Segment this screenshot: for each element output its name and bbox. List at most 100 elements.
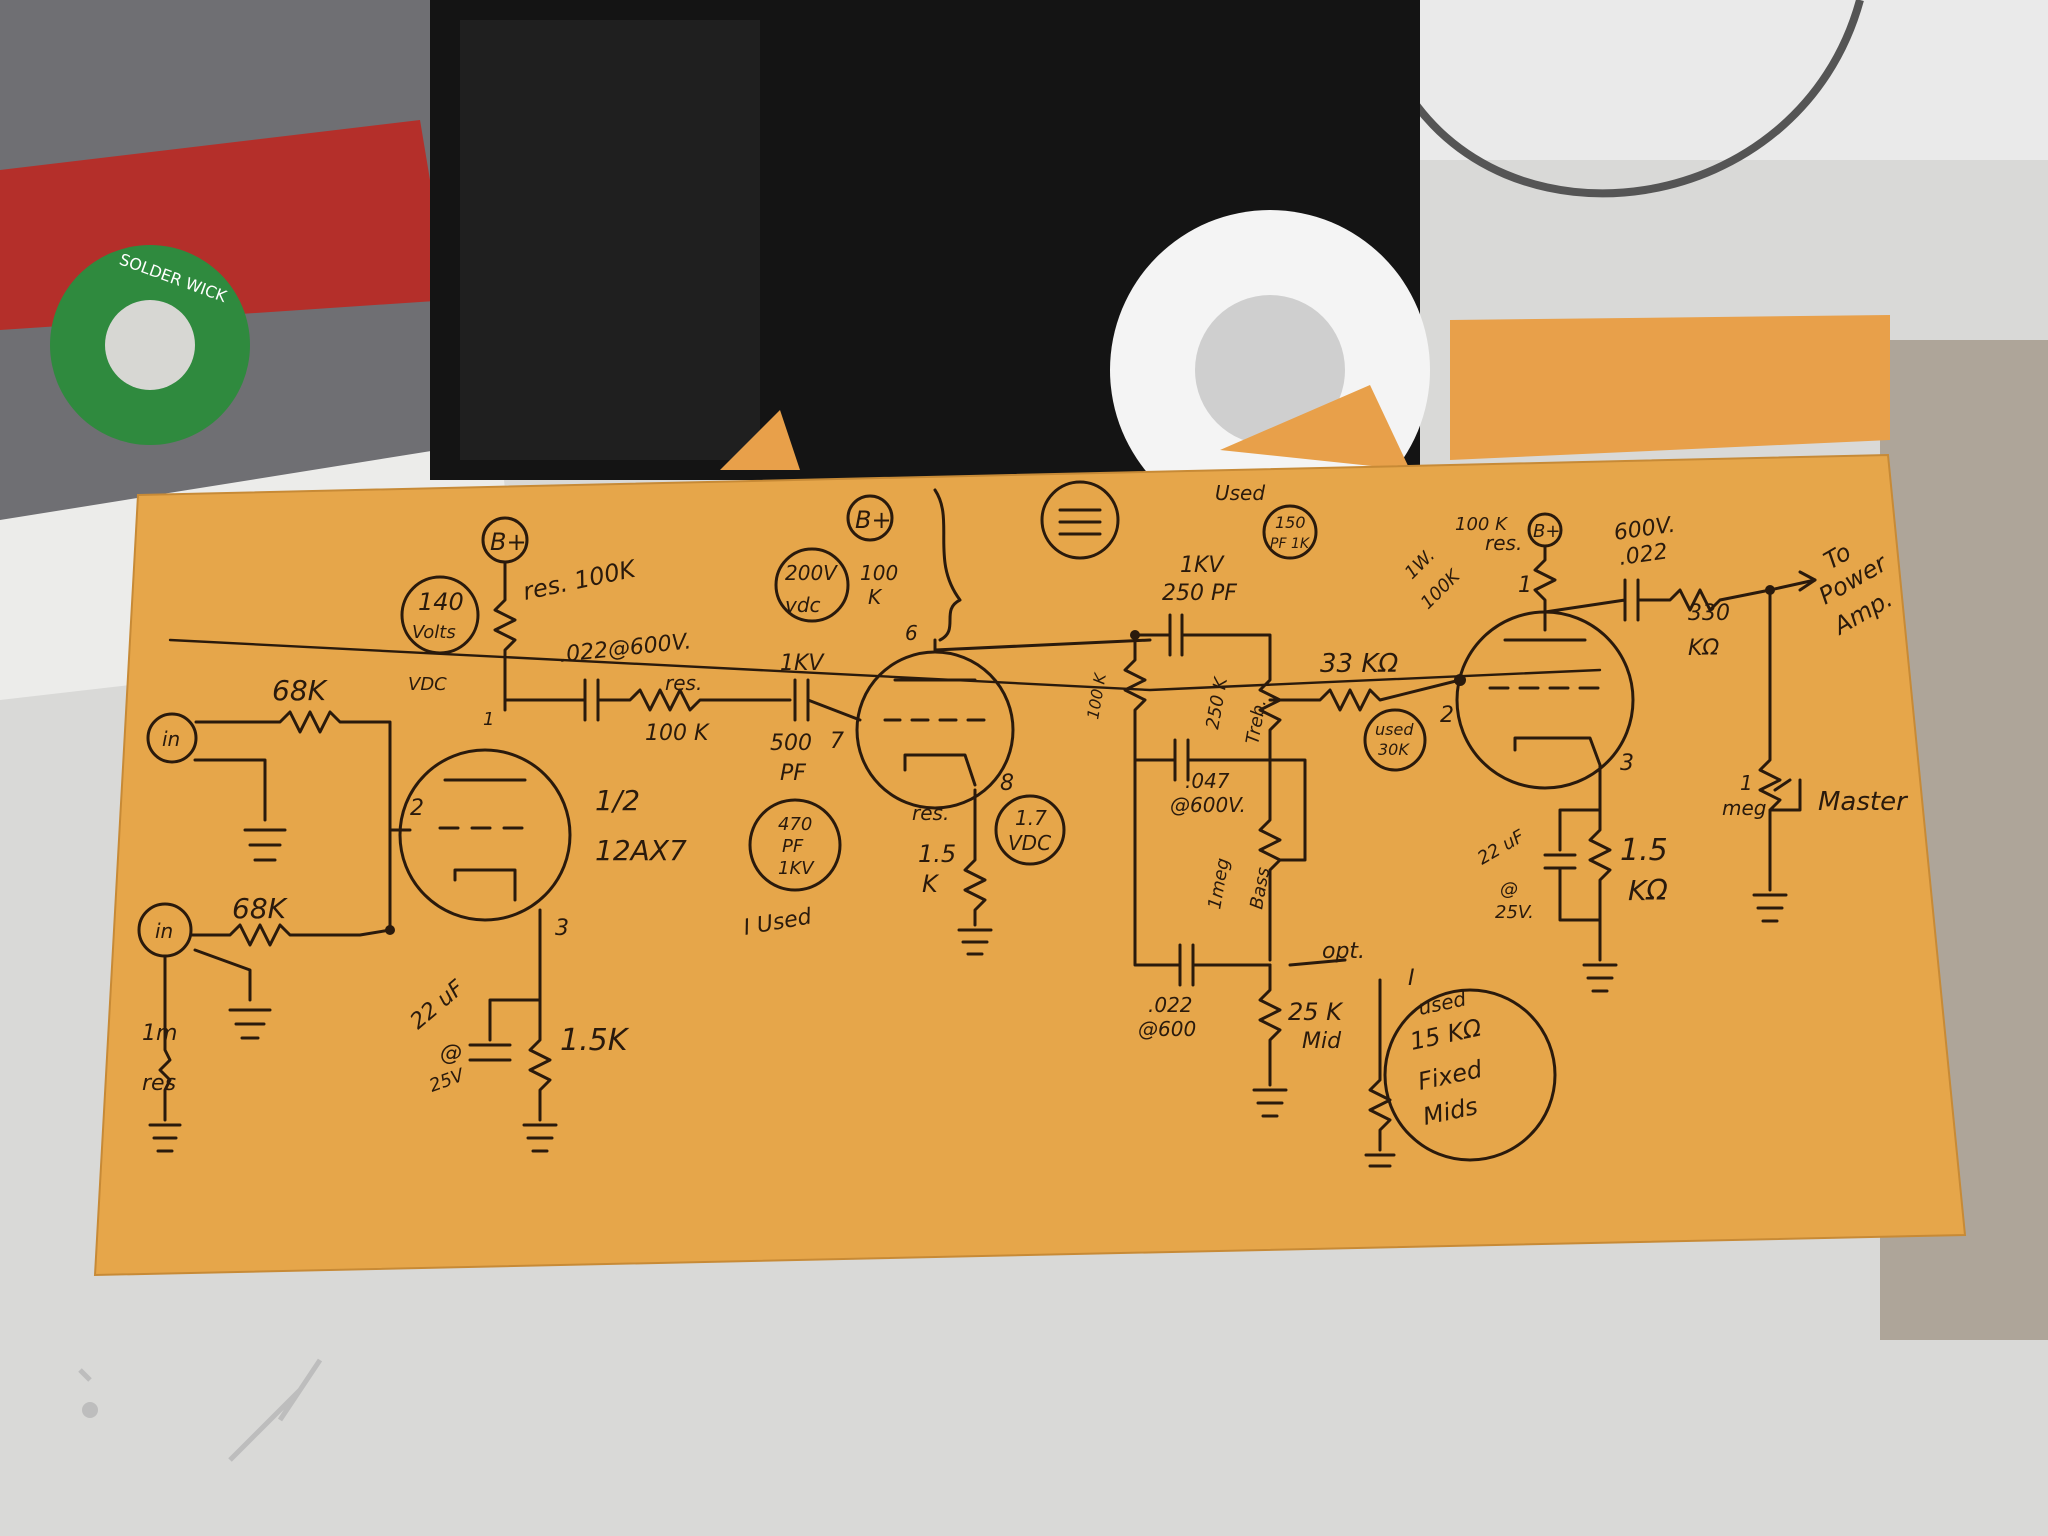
- cable: [1396, 0, 1864, 198]
- pin1: 1: [483, 709, 494, 730]
- fixed-mids-circle: [1383, 988, 1557, 1162]
- plate-wire-2: [933, 638, 1152, 652]
- ground-input: [193, 948, 272, 1040]
- input-jack-bottom-label: in: [155, 919, 173, 943]
- tape-roll-core: [1195, 295, 1345, 445]
- bplus-label-3: B+: [1533, 521, 1560, 542]
- bplus-label-2: B+: [855, 506, 892, 534]
- resistor-1meg-a: 1m: [142, 1021, 177, 1046]
- resistor-68k-top: [194, 710, 392, 932]
- supply-volts: Volts: [412, 622, 456, 643]
- cap-500pf-b: PF: [780, 761, 806, 786]
- vdc-1-7-a: 1.7: [1015, 806, 1047, 830]
- treble-pot: [1258, 658, 1282, 762]
- tone-resistor-100k: [1123, 638, 1147, 762]
- series-resistor-1-label-b: 100 K: [645, 721, 710, 746]
- cap-047-b: @600V.: [1170, 793, 1246, 817]
- i-mark: I: [1408, 966, 1415, 991]
- output-arrow: [1798, 570, 1817, 592]
- master-pot: [1752, 588, 1802, 923]
- top-right-clutter: [1420, 0, 2048, 160]
- pin2-b: 2: [1440, 703, 1454, 728]
- cap-022-600b-b: @600: [1138, 1017, 1196, 1041]
- resistor-33k-label: 33 KΩ: [1320, 649, 1398, 679]
- tape-strip-left: [720, 410, 800, 470]
- cap-1kv-250-a: 1KV: [1180, 553, 1225, 578]
- opt-resistor: [1364, 978, 1396, 1168]
- used-30k-b: 30K: [1378, 740, 1410, 759]
- cathode-resistor-2: [957, 788, 993, 956]
- bypass-cap-1-b: @: [440, 1041, 462, 1066]
- tube-3-elements: [1488, 638, 1602, 767]
- cap-1kv-250-b: 250 PF: [1162, 581, 1237, 606]
- plate-resistor-3: [1533, 544, 1557, 632]
- scribbled-ground: [1058, 508, 1102, 536]
- cathode-res-3-a: 1.5: [1620, 833, 1668, 868]
- input-jack-top: [146, 712, 198, 764]
- output-coupling: [1543, 578, 1817, 622]
- junction-tone: [1130, 630, 1140, 640]
- plate-res-2-b: K: [868, 585, 883, 609]
- vdc-200-circle: [774, 547, 850, 623]
- case-vent: [460, 20, 760, 460]
- pin7: 7: [830, 729, 844, 754]
- mid-pot-b: Mid: [1302, 1029, 1342, 1054]
- bypass-cap-1: [468, 998, 542, 1062]
- series-resistor-1-label-a: res.: [665, 671, 702, 695]
- tube-2-elements: [883, 678, 986, 787]
- mid-cap: [1133, 758, 1272, 987]
- master-label: Master: [1818, 787, 1909, 817]
- pin2: 2: [410, 796, 424, 821]
- signal-rail: [168, 638, 1602, 692]
- used-470pf-a: 470: [778, 814, 812, 835]
- resistor-1meg: [148, 954, 182, 1153]
- cathode-resistor-1-label: 1.5K: [560, 1023, 630, 1058]
- opt-label: opt.: [1322, 939, 1365, 964]
- vdc-200-a: 200V: [785, 561, 838, 585]
- bplus-label-1: B+: [490, 528, 527, 556]
- ground-top: [193, 758, 287, 862]
- tube-1-label-a: 1/2: [595, 784, 640, 817]
- cap-1kv: 1KV: [780, 651, 825, 676]
- pin1-b: 1: [1518, 573, 1532, 598]
- bass-cap: [1133, 738, 1272, 782]
- cathode-resistor-3: [1582, 808, 1618, 993]
- resistor-68k-bottom-label: 68K: [232, 892, 289, 925]
- used-470pf-circle: [748, 798, 842, 892]
- bplus-node-2: [846, 494, 894, 542]
- series-resistor-1: [596, 688, 792, 712]
- treble-cap: [1133, 613, 1272, 662]
- cap-500pf-a: 500: [770, 731, 812, 756]
- bass-pot-wiper: [1268, 758, 1307, 862]
- vdc-200-b: vdc: [785, 593, 821, 617]
- solder-scraps: [78, 1358, 323, 1462]
- cathode-res-3-b: KΩ: [1628, 874, 1668, 907]
- resistor-68k-top-label: 68K: [272, 674, 329, 707]
- cap-047-a: .047: [1185, 769, 1230, 793]
- grid-wire-2: [806, 698, 862, 722]
- pin8: 8: [1000, 771, 1014, 796]
- supply-voltage-circle: [400, 575, 480, 655]
- used-30k-circle: [1363, 708, 1427, 772]
- cathode-res-2-b: 1.5: [918, 840, 956, 868]
- junction-input: [385, 925, 395, 935]
- supply-voltage: 140: [418, 588, 464, 616]
- master-pot-a: 1: [1740, 771, 1753, 795]
- used-470pf-c: 1KV: [778, 858, 815, 879]
- solder-blob: [82, 1402, 98, 1418]
- plate-res-2-a: 100: [860, 561, 898, 585]
- master-pot-b: meg: [1722, 796, 1766, 820]
- vdc-1-7-b: VDC: [1008, 831, 1051, 855]
- pf-150-circle: [1262, 504, 1318, 560]
- res-330k-a: 330: [1688, 601, 1730, 626]
- cathode-res-2-c: K: [922, 870, 940, 898]
- bypass-cap-3: [1543, 763, 1602, 922]
- pf-150-a: 150: [1275, 513, 1306, 532]
- tube-1: [398, 748, 572, 922]
- scribbled-resistor: [933, 488, 962, 642]
- bass-pot: [1258, 758, 1282, 962]
- tape-strip-mid: [1220, 385, 1410, 470]
- resistor-68k-bottom: [189, 923, 392, 947]
- res-330k-b: KΩ: [1688, 636, 1719, 661]
- pin3-b: 3: [1620, 751, 1634, 776]
